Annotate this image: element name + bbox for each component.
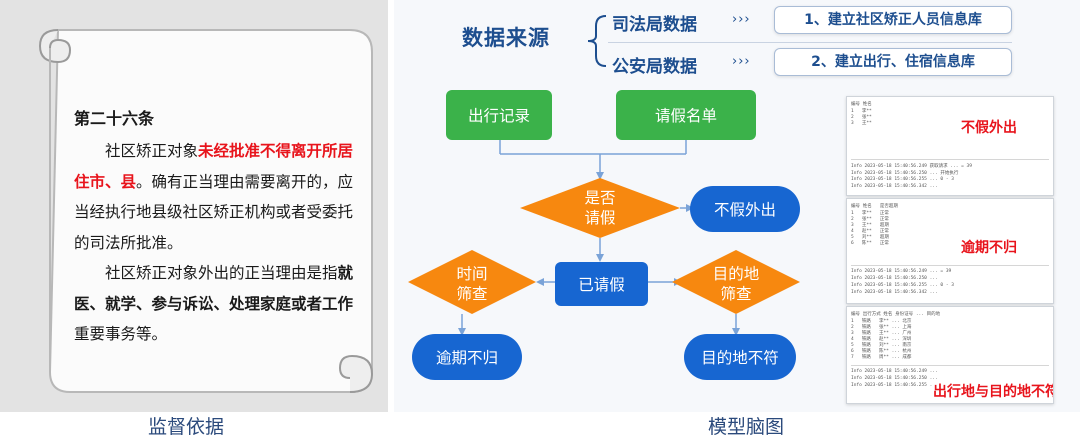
para1-text-b: 。确有正当理由需要离开的，应当经执行地县级社区矫正机构或者受委托的司法所批准。	[74, 172, 354, 252]
time-screen-diamond	[408, 250, 536, 314]
time-screen-label-2: 筛查	[456, 285, 488, 303]
dest-screen-label-1: 目的地	[712, 265, 760, 283]
article-paragraph-1: 社区矫正对象未经批准不得离开所居住市、县。确有正当理由需要离开的，应当经执行地县…	[74, 136, 364, 258]
right-caption: 模型脑图	[708, 416, 785, 438]
task-box-2: 2、建立出行、住宿信息库	[774, 48, 1012, 76]
screenshot-dest-mismatch: 编号 出行方式 姓名 身份证号 ... 目的地 1 铁路 李** ... 北京 …	[846, 306, 1054, 404]
overdue-node: 逾期不归	[412, 334, 522, 380]
left-caption: 监督依据	[148, 416, 225, 438]
para1-highlight: 未经批准不得离开所居住市、县	[74, 142, 354, 191]
dest-screen-label-2: 筛查	[720, 285, 752, 303]
scroll-illustration	[38, 29, 374, 393]
para2-highlight: 就医、就学、参与诉讼、处理家庭或者工作	[74, 264, 354, 313]
source-police: 公安局数据	[612, 57, 697, 77]
article-text: 第二十六条 社区矫正对象未经批准不得离开所居住市、县。确有正当理由需要离开的，应…	[74, 106, 364, 350]
dest-mismatch-node: 目的地不符	[684, 334, 796, 380]
para2-text-b: 重要事务等。	[74, 325, 168, 343]
para1-text: 社区矫正对象	[105, 142, 199, 160]
legal-basis-panel: 第二十六条 社区矫正对象未经批准不得离开所居住市、县。确有正当理由需要离开的，应…	[0, 0, 388, 412]
travel-records-node: 出行记录	[446, 90, 552, 140]
screenshot-label: 不假外出	[961, 120, 1017, 136]
decision-diamond	[520, 178, 680, 238]
screenshot-no-leave: 编号 姓名 1 李** 2 张** 3 王** 不假外出 Info 2023-0…	[846, 96, 1054, 196]
divider	[608, 42, 1012, 43]
leave-list-node: 请假名单	[616, 90, 756, 140]
arrows-icon: ›››	[732, 12, 751, 27]
bracket-icon	[587, 15, 607, 67]
article-paragraph-2: 社区矫正对象外出的正当理由是指就医、就学、参与诉讼、处理家庭或者工作重要事务等。	[74, 258, 364, 350]
screenshot-label: 出行地与目的地不符	[933, 381, 1053, 401]
time-screen-label-1: 时间	[456, 265, 488, 283]
data-source-title: 数据来源	[462, 26, 550, 50]
para2-text: 社区矫正对象外出的正当理由是指	[105, 264, 338, 282]
flow-connectors	[408, 140, 800, 336]
arrows-icon: ›››	[732, 54, 751, 69]
decision-label-1: 是否	[584, 189, 616, 207]
decision-label-2: 请假	[584, 209, 616, 227]
source-judicial: 司法局数据	[612, 15, 697, 35]
on-leave-node: 已请假	[555, 262, 648, 306]
screenshot-label: 逾期不归	[961, 240, 1017, 256]
no-leave-outing-node: 不假外出	[690, 186, 800, 232]
dest-screen-diamond	[672, 250, 800, 314]
task-box-1: 1、建立社区矫正人员信息库	[774, 6, 1012, 34]
screenshot-overdue: 编号 姓名 是否超期 1 李** 正常 2 张** 正常 3 王** 超期 4 …	[846, 198, 1054, 304]
article-title: 第二十六条	[74, 109, 155, 128]
